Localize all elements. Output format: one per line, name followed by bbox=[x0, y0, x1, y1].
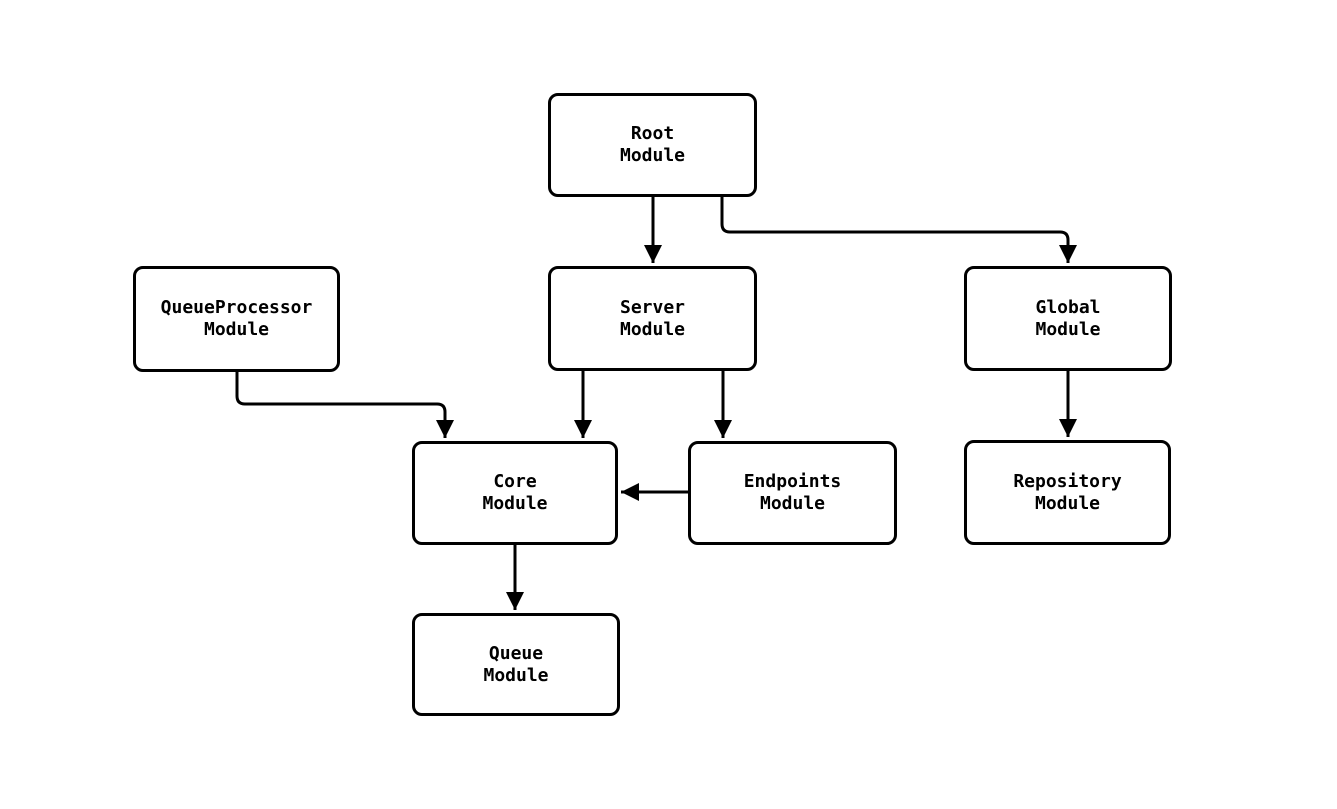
node-global-module: Global Module bbox=[964, 266, 1172, 371]
edge-root-to-global bbox=[720, 197, 1077, 263]
node-label-line: QueueProcessor bbox=[160, 297, 313, 318]
node-label-line: Module bbox=[1034, 492, 1101, 514]
node-label-line: Global bbox=[1035, 296, 1101, 318]
node-queue-module: Queue Module bbox=[412, 613, 620, 716]
node-server-module: Server Module bbox=[548, 266, 757, 371]
node-endpoints-module: Endpoints Module bbox=[688, 441, 897, 545]
node-label-line: Core bbox=[493, 471, 537, 492]
node-label-line: Endpoints bbox=[743, 471, 842, 492]
node-label-line: Repository bbox=[1013, 470, 1122, 492]
node-label-line: Module bbox=[619, 318, 686, 340]
node-label-line: Module bbox=[203, 319, 270, 340]
node-label-line: Module bbox=[1035, 318, 1101, 340]
node-label-line: Module bbox=[759, 493, 826, 514]
node-label-line: Module bbox=[482, 493, 548, 514]
node-label-line: Module bbox=[619, 145, 686, 166]
node-label-line: Root bbox=[630, 123, 675, 144]
node-label-line: Server bbox=[619, 296, 686, 318]
node-repository-module: Repository Module bbox=[964, 440, 1171, 545]
node-queueprocessor-module: QueueProcessor Module bbox=[133, 266, 340, 372]
node-root-module: Root Module bbox=[548, 93, 757, 197]
edge-queueprocessor-to-core bbox=[235, 372, 454, 438]
node-core-module: Core Module bbox=[412, 441, 618, 545]
node-label-line: Module bbox=[483, 664, 549, 686]
node-label-line: Queue bbox=[488, 642, 544, 664]
